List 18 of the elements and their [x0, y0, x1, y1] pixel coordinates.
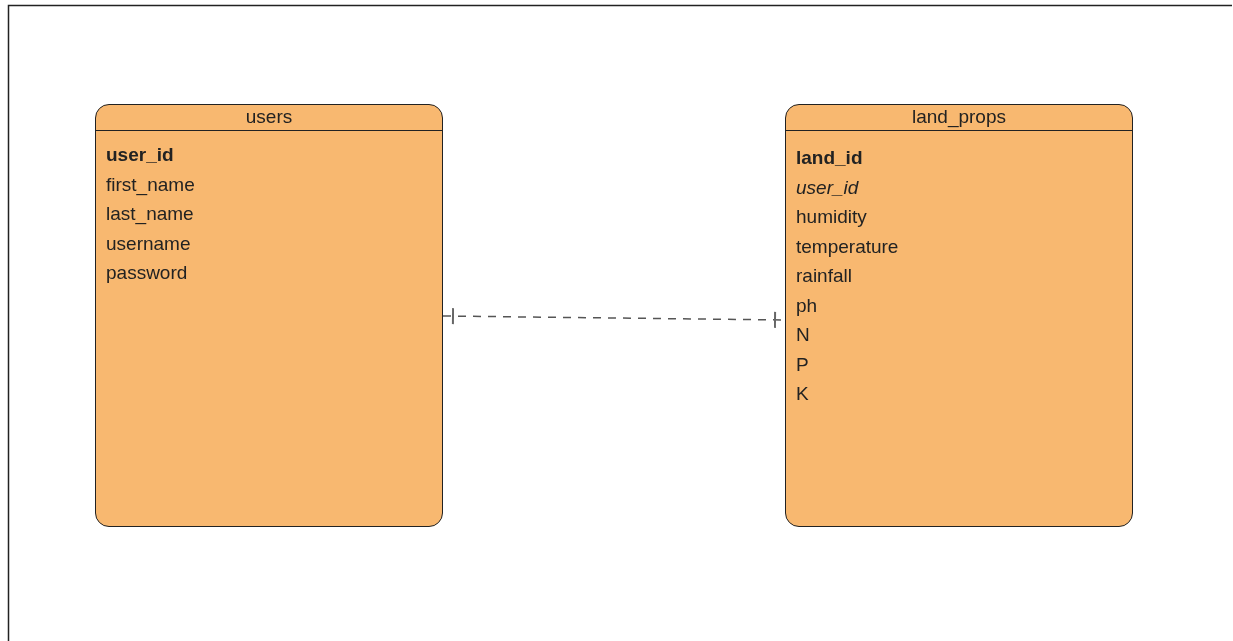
table-name: users: [96, 105, 442, 131]
field-name: temperature: [796, 234, 899, 259]
entity-table: [785, 104, 1133, 527]
field-name: password: [106, 261, 188, 285]
field-name: N: [796, 323, 810, 347]
field-name: land_id: [796, 146, 863, 170]
field-name: username: [106, 231, 191, 256]
field-name: user_id: [106, 143, 174, 167]
field-name: rainfall: [796, 264, 852, 288]
field-name: last_name: [106, 202, 194, 226]
field-name: first_name: [106, 172, 195, 197]
field-name: user_id: [796, 175, 859, 200]
field-name: humidity: [796, 205, 867, 229]
field-name: K: [796, 382, 809, 406]
entity-table: [95, 104, 443, 527]
field-name: P: [796, 352, 809, 377]
table-name: land_props: [786, 105, 1132, 131]
field-name: ph: [796, 293, 818, 318]
